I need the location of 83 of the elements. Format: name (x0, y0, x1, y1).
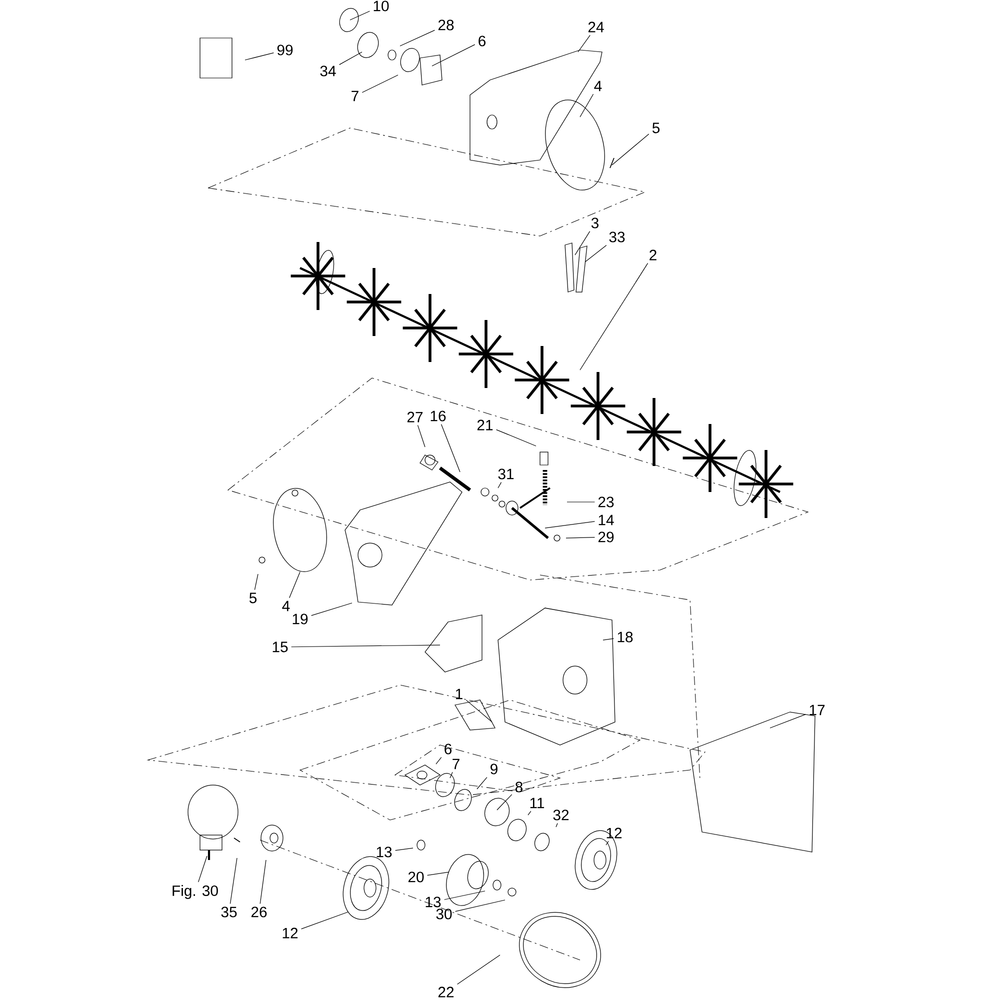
callout-number: 31 (498, 468, 514, 480)
leader-line (496, 429, 536, 446)
leader-line (584, 244, 607, 262)
callout-number: 23 (598, 496, 614, 508)
callout-number: 6 (444, 744, 452, 754)
leader-line (455, 900, 506, 912)
callout-number: 22 (438, 986, 454, 998)
leader-line (254, 574, 258, 590)
callout-number: 6 (478, 36, 486, 46)
callout-number: 27 (407, 412, 423, 422)
callout-number: 34 (320, 66, 336, 76)
callout-number: 30 (436, 908, 452, 920)
leader-line (289, 572, 300, 598)
callout-number: 26 (251, 906, 267, 918)
leader-line (574, 230, 590, 256)
leader-line (440, 424, 460, 472)
leader-line (612, 134, 650, 166)
callout-number: 32 (553, 810, 569, 820)
leader-line (444, 890, 486, 900)
leader-line (394, 848, 414, 851)
callout-number: 9 (490, 764, 498, 774)
leader-line (432, 44, 476, 66)
callout-number: 24 (588, 22, 604, 32)
callout-number: 28 (438, 20, 454, 30)
callout-number: 7 (352, 90, 358, 102)
callout-number: 33 (609, 232, 625, 242)
callout-number: 4 (594, 80, 602, 92)
leader-line (457, 954, 500, 985)
leader-line (198, 856, 208, 882)
callout-number: 21 (477, 420, 493, 430)
leader-line (311, 602, 352, 616)
callout-number: 12 (606, 828, 622, 838)
callout-number: 17 (810, 704, 825, 716)
callout-number: 18 (618, 632, 633, 642)
leader-line (417, 424, 426, 448)
leader-line (496, 794, 512, 810)
leader-line (770, 714, 806, 728)
leader-line (230, 858, 238, 904)
callout-number: 13 (376, 846, 392, 858)
leader-line (498, 482, 502, 488)
leader-line (290, 644, 440, 648)
callout-number: 4 (282, 600, 290, 612)
callout-number: 14 (598, 514, 614, 526)
callout-number: 10 (374, 0, 389, 12)
callout-number: 29 (598, 532, 614, 542)
leader-line (466, 700, 492, 722)
leader-line (544, 521, 596, 528)
callout-number: 5 (652, 122, 660, 134)
leader-line (606, 840, 609, 846)
callout-number: 12 (282, 928, 298, 938)
leader-line (339, 52, 362, 65)
leader-line (602, 638, 614, 640)
leader-line (301, 912, 348, 930)
leader-line (578, 34, 590, 52)
callout-number: 20 (408, 872, 424, 882)
leader-line (427, 872, 450, 876)
callout-number: 8 (516, 782, 523, 792)
callout-number: 99 (277, 44, 293, 56)
callout-number: 2 (650, 250, 656, 260)
callout-number: 16 (430, 410, 446, 422)
leader-line (528, 810, 532, 816)
leader-line (476, 776, 488, 790)
callout-number: 5 (249, 592, 257, 604)
callout-number: 11 (530, 798, 544, 808)
callout-number: 7 (452, 758, 460, 770)
leader-line (436, 756, 442, 764)
leader-line (244, 52, 274, 60)
leader-line (350, 10, 370, 20)
leader-line (400, 30, 436, 46)
leader-line (260, 860, 266, 904)
callout-number: 35 (221, 906, 237, 918)
leader-line (450, 772, 453, 778)
callout-number: 13 (426, 896, 441, 908)
leader-line (566, 536, 596, 538)
leader-line (556, 822, 558, 828)
leader-line (362, 74, 398, 93)
leader-line (580, 94, 594, 118)
leader-line (580, 262, 648, 370)
callout-number: 3 (591, 218, 599, 228)
callout-number: 15 (272, 642, 288, 652)
callout-number: 1 (456, 688, 462, 700)
callout-number: Fig. 30 (172, 885, 218, 899)
callout-number: 19 (292, 614, 308, 624)
